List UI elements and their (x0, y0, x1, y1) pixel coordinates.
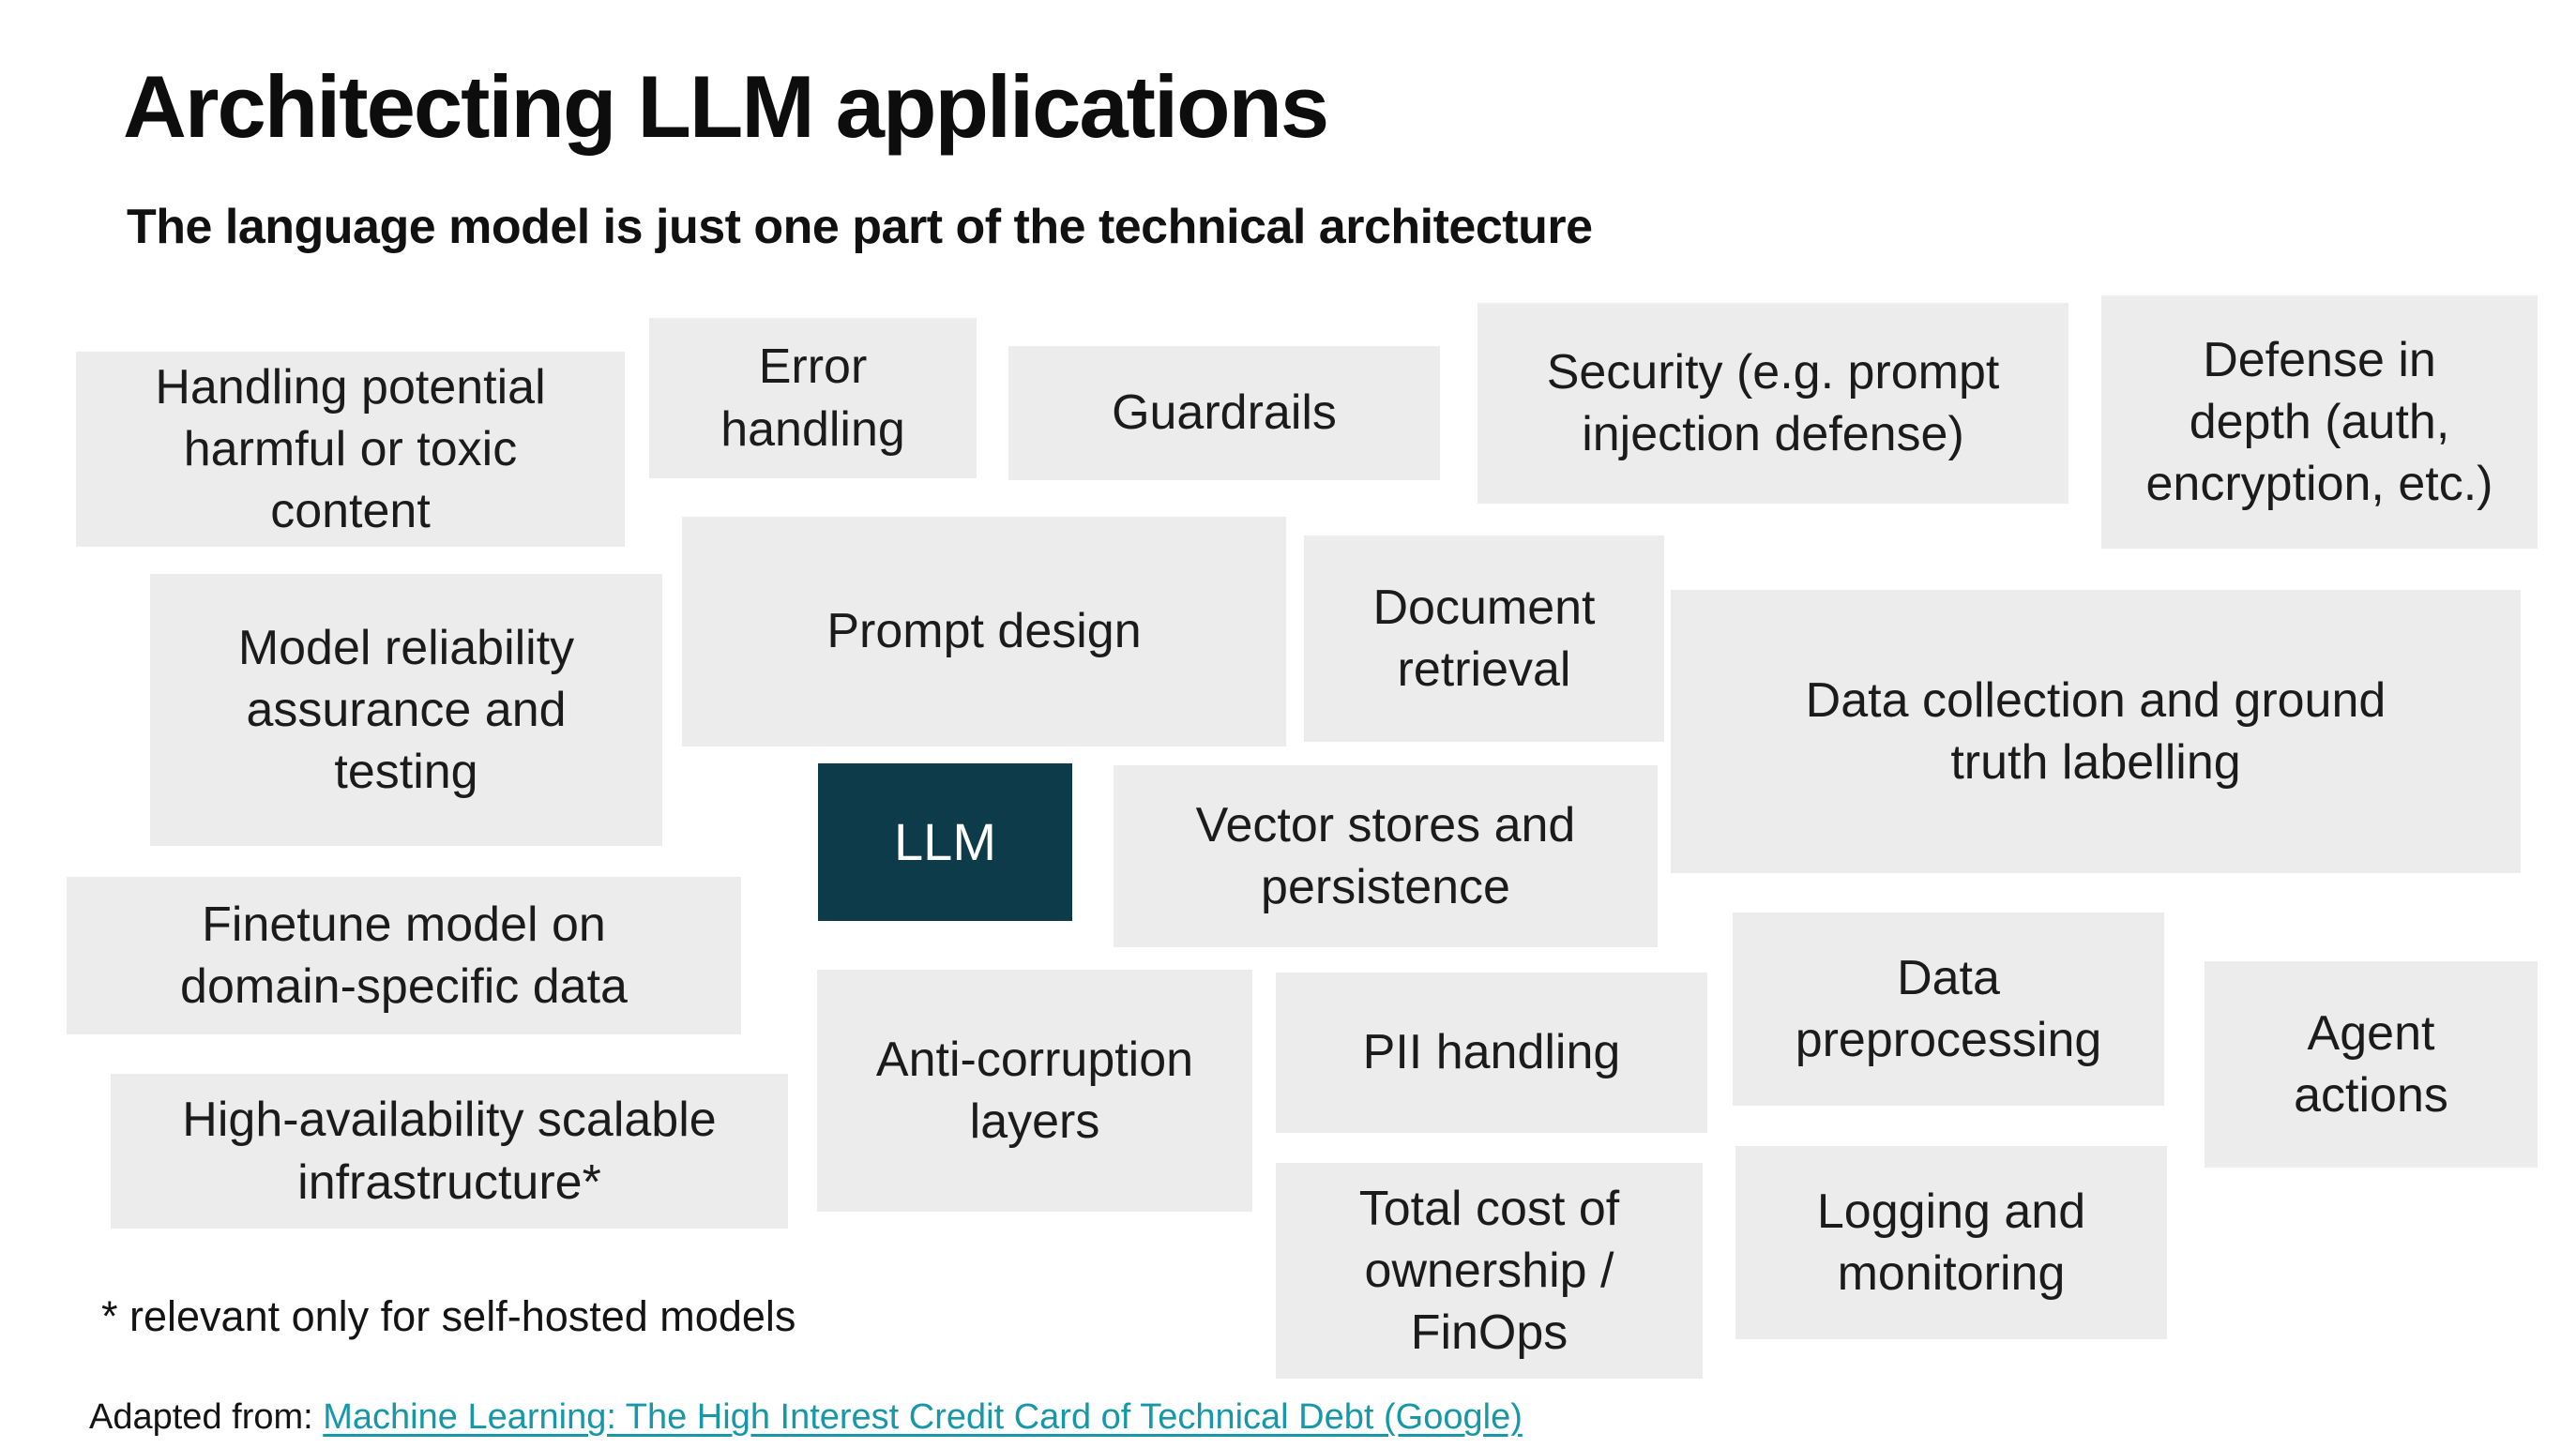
box-data-collection: Data collection and ground truth labelli… (1671, 590, 2521, 873)
box-model-reliability: Model reliability assurance and testing (150, 574, 662, 846)
box-handling-harmful-content: Handling potential harmful or toxic cont… (76, 352, 625, 547)
box-defense-in-depth: Defense in depth (auth, encryption, etc.… (2101, 295, 2538, 549)
box-vector-stores: Vector stores and persistence (1114, 765, 1658, 947)
box-anti-corruption-layers: Anti-corruption layers (817, 970, 1252, 1212)
box-data-preprocessing: Data preprocessing (1733, 913, 2164, 1106)
box-document-retrieval: Document retrieval (1304, 535, 1664, 742)
box-llm: LLM (818, 763, 1072, 921)
page-title: Architecting LLM applications (123, 57, 1329, 156)
page-subtitle: The language model is just one part of t… (127, 200, 1593, 254)
box-prompt-design: Prompt design (682, 517, 1286, 747)
box-guardrails: Guardrails (1008, 346, 1440, 480)
footnote: * relevant only for self-hosted models (101, 1292, 796, 1340)
box-pii-handling: PII handling (1276, 973, 1707, 1133)
box-agent-actions: Agent actions (2205, 961, 2538, 1168)
box-logging-monitoring: Logging and monitoring (1735, 1146, 2167, 1339)
attribution-prefix: Adapted from: (89, 1397, 324, 1437)
box-finetune-model: Finetune model on domain-specific data (67, 877, 741, 1034)
box-high-availability: High-availability scalable infrastructur… (111, 1074, 788, 1229)
box-error-handling: Error handling (649, 318, 977, 478)
box-security-prompt-injection: Security (e.g. prompt injection defense) (1477, 303, 2068, 504)
attribution: Adapted from: Machine Learning: The High… (89, 1397, 1523, 1438)
attribution-link[interactable]: Machine Learning: The High Interest Cred… (323, 1397, 1523, 1437)
box-total-cost-of-ownership: Total cost of ownership / FinOps (1276, 1163, 1703, 1379)
